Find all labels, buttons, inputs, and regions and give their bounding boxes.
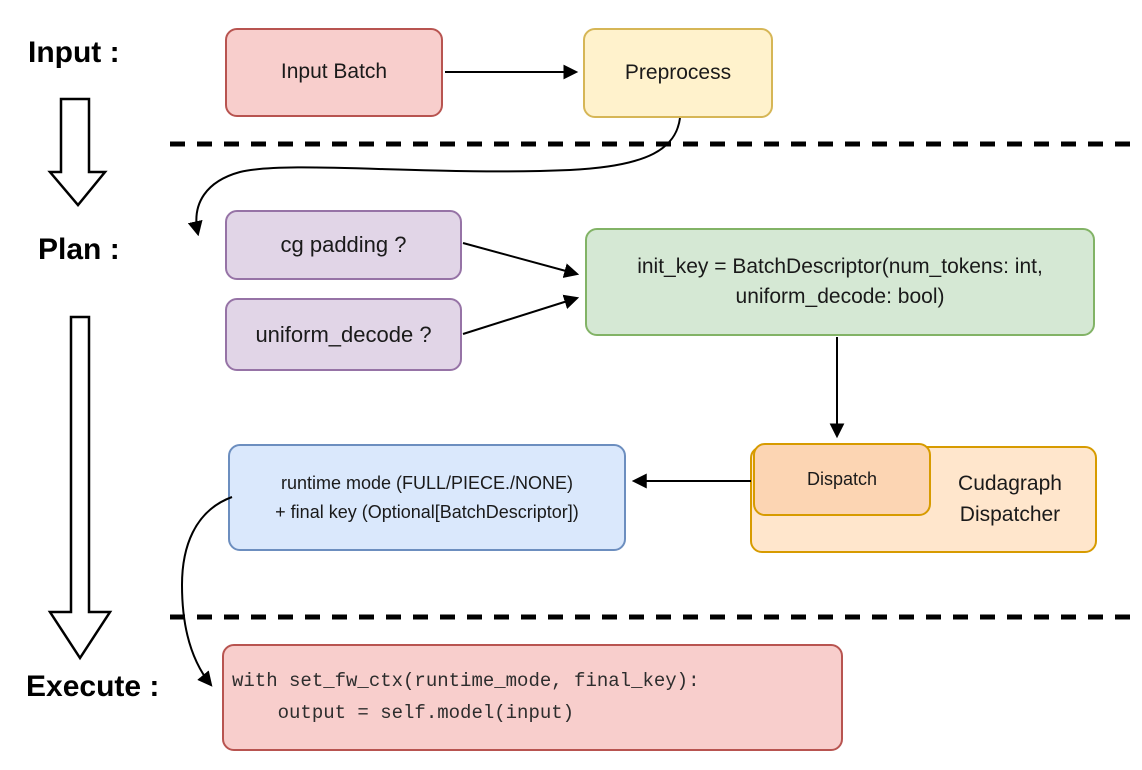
node-input-batch: Input Batch <box>225 28 443 117</box>
node-uniform-decode-label: uniform_decode ? <box>255 321 432 347</box>
stage-label-plan: Plan : <box>38 233 120 266</box>
stage-arrow-input <box>47 97 108 207</box>
edge-uniformdecode-initkey <box>462 294 580 335</box>
node-execute-code: with set_fw_ctx(runtime_mode, final_key)… <box>222 644 843 751</box>
node-runtime-mode-line1: runtime mode (FULL/PIECE./NONE) <box>280 472 574 493</box>
stage-arrow-plan <box>47 315 113 661</box>
execute-code-line2: output = self.model(input) <box>232 701 575 724</box>
node-input-batch-label: Input Batch <box>280 60 388 84</box>
node-cudagraph-dispatcher-label: Cudagraph Dispatcher <box>958 472 1062 526</box>
node-init-key: init_key = BatchDescriptor(num_tokens: i… <box>585 228 1095 336</box>
execute-code-line1: with set_fw_ctx(runtime_mode, final_key)… <box>232 670 700 693</box>
node-cg-padding-label: cg padding ? <box>280 232 407 258</box>
node-cg-padding: cg padding ? <box>225 210 462 280</box>
stage-label-execute: Execute : <box>26 670 160 703</box>
node-preprocess-label: Preprocess <box>624 60 732 84</box>
node-preprocess: Preprocess <box>583 28 773 118</box>
node-runtime-mode: runtime mode (FULL/PIECE./NONE) + final … <box>228 444 626 551</box>
edge-cgpadding-initkey <box>462 242 580 278</box>
node-uniform-decode: uniform_decode ? <box>225 298 462 371</box>
node-init-key-line2: uniform_decode: bool) <box>735 285 945 308</box>
node-dispatch-label: Dispatch <box>806 469 878 490</box>
stage-label-input: Input : <box>28 36 120 69</box>
node-dispatch: Dispatch <box>753 443 931 516</box>
node-runtime-mode-line2: + final key (Optional[BatchDescriptor]) <box>275 501 579 522</box>
node-init-key-line1: init_key = BatchDescriptor(num_tokens: i… <box>637 254 1043 278</box>
